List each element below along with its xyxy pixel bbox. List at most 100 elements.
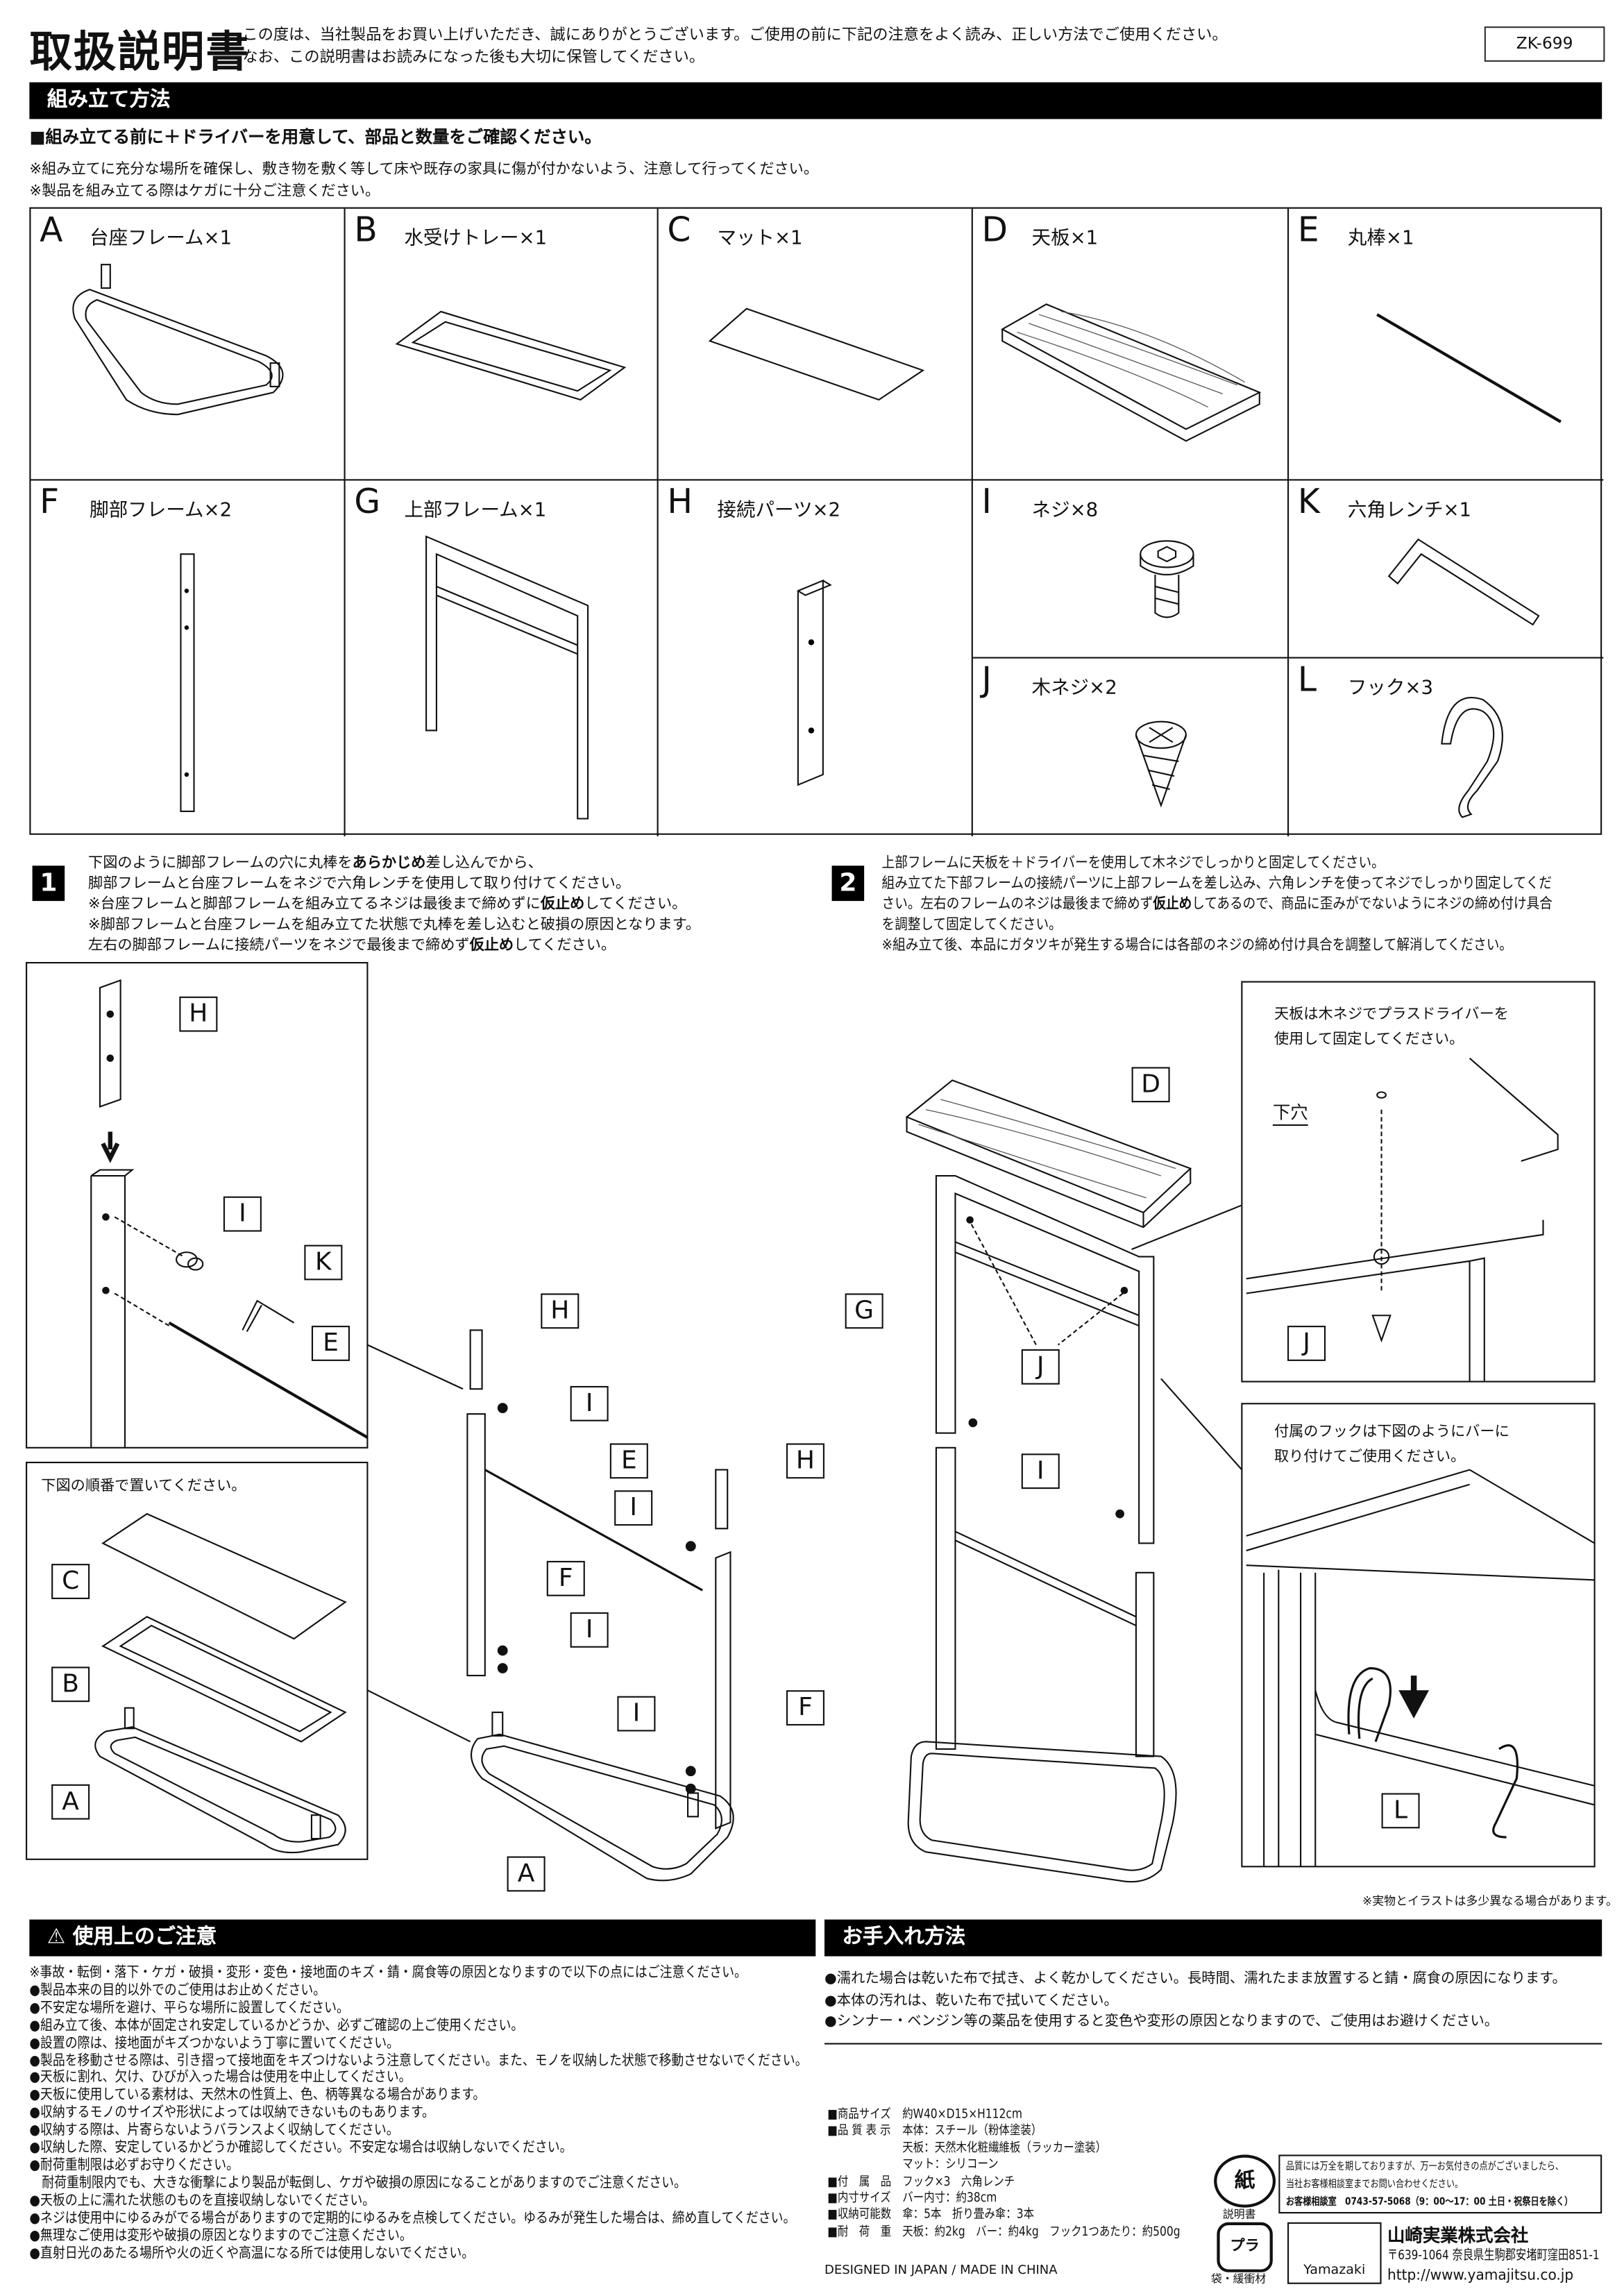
intro-line-1: この度は、当社製品をお買い上げいただき、誠にありがとうございます。ご使用の前に下… [242, 26, 1228, 44]
step-2-text: 上部フレームに天板を＋ドライバーを使用して木ネジでしっかりと固定してください。 … [882, 854, 1553, 956]
spec-row: ■品 質 表 示本体：スチール（粉体塗装） [827, 2124, 1042, 2139]
part-name: 台座フレーム×1 [90, 228, 232, 250]
pilot-hole-label: 下穴 [1272, 1099, 1308, 1126]
connector-illustration [659, 480, 973, 836]
company-address: 〒639-1064 奈良県生駒郡安堵町窪田851-1 [1387, 2248, 1600, 2264]
wood-top-board-illustration [973, 209, 1289, 481]
customer-inquiry-box: 品質には万全を期しておりますが、万一お気付きの点がございましたら、当社お客様相談… [1278, 2154, 1602, 2214]
company-logo: Yamazaki [1287, 2222, 1382, 2284]
base-frame-part [471, 1734, 734, 1881]
part-letter: H [667, 483, 693, 522]
care-heading: お手入れ方法 [824, 1919, 1602, 1957]
part-letter: E [1297, 211, 1319, 250]
lower-right-leg [1136, 1573, 1153, 1757]
wrench-part [242, 1301, 294, 1331]
part-name: 水受けトレー×1 [404, 228, 548, 250]
caution-item: ●不安定な場所を避け、平らな場所に設置してください。 [29, 2000, 349, 2016]
wood-screw-part [1373, 1315, 1390, 1340]
label-i: I [617, 1696, 656, 1732]
mat-part [103, 1514, 345, 1639]
callout-line [1132, 1205, 1242, 1249]
round-bar-part [485, 1470, 702, 1591]
care-item: ●本体の汚れは、乾いた布で拭いてください。 [824, 1992, 1118, 2009]
caution-item: 耐荷重制限内でも、大きな衝撃により製品が転倒し、ケガや破損の原因になることがあり… [29, 2175, 687, 2192]
left-leg-frame [467, 1414, 484, 1675]
part-name: 上部フレーム×1 [404, 499, 547, 522]
arrow-down-icon [1403, 1675, 1424, 1712]
caution-item: ●天板に割れ、欠け、ひびが入った場合は使用を中止してください。 [29, 2070, 412, 2086]
part-b: B 水受けトレー×1 [345, 208, 659, 481]
label-e: E [311, 1326, 350, 1361]
callout-line [367, 1345, 463, 1390]
bolt-part [188, 1258, 203, 1270]
label-b: B [51, 1666, 90, 1703]
step-2-line: ※組み立て後、本品にガタツキが発生する場合には各部のネジの締め付け具合を調整して… [881, 938, 1512, 954]
step-1-text: 下図のように脚部フレームの穴に丸棒をあらかじめ差し込んでから、 脚部フレームと台… [88, 854, 700, 956]
illustration-disclaimer: ※実物とイラストは多少異なる場合があります。 [1362, 1894, 1618, 1908]
detail-inset-hook [1242, 1403, 1594, 1866]
water-tray-illustration [346, 209, 659, 481]
part-letter: G [354, 483, 381, 522]
paper-recycle-icon: 紙 [1214, 2154, 1276, 2208]
caution-item: ●収納した際、安定しているかどうか確認してください。不安定な場合は収納しないでく… [29, 2140, 573, 2156]
base-frame-illustration [31, 209, 345, 481]
label-d: D [1131, 1067, 1170, 1103]
caution-item: ●天板に使用している素材は、天然木の性質上、色、柄等異なる場合があります。 [29, 2087, 486, 2104]
connector-part [716, 1470, 727, 1529]
part-name: 六角レンチ×1 [1347, 499, 1472, 522]
board-detail [1246, 1470, 1595, 1580]
plastic-recycle-label: 袋・緩衝材 [1210, 2272, 1267, 2286]
top-board-part [907, 1080, 1191, 1227]
step-2-line: 組み立てた下部フレームの接続パーツに上部フレームを差し込み、六角レンチを使ってネ… [881, 876, 1553, 893]
hook-illustration [1289, 659, 1603, 836]
divider [824, 2043, 1602, 2045]
label-j: J [1287, 1326, 1326, 1361]
assembly-note-1: ※組み立てに充分な場所を確保し、敷き物を敷く等して床や既存の家具に傷が付かないよ… [29, 161, 819, 178]
label-h: H [786, 1443, 824, 1479]
product-specs: ■商品サイズ約W40×D15×H112cm ■品 質 表 示本体：スチール（粉体… [827, 2108, 1180, 2242]
prep-note: ■組み立てる前に＋ドライバーを用意して、部品と数量をご確認ください。 [29, 126, 602, 147]
label-a: A [51, 1784, 90, 1820]
hex-wrench-illustration [1289, 480, 1603, 658]
lower-left-leg [936, 1448, 956, 1749]
step-1-line: 下図のように脚部フレームの穴に丸棒をあらかじめ差し込んでから、 [88, 855, 543, 872]
caution-item: ●天板の上に濡れた状態のものを直接収納しないでください。 [29, 2192, 375, 2209]
part-letter: J [981, 661, 992, 700]
label-k: K [304, 1244, 343, 1281]
part-d: D 天板×1 [972, 208, 1289, 481]
caution-item: ●設置の際は、接地面がキズつかないよう丁寧に置いてください。 [29, 2035, 399, 2052]
step-2-number: 2 [831, 866, 865, 902]
callout-line [1161, 1378, 1242, 1469]
step-2-line: 上部フレームに天板を＋ドライバーを使用して木ネジでしっかりと固定してください。 [881, 855, 1385, 872]
care-item: ●濡れた場合は乾いた布で拭き、よく乾かしてください。長時間、濡れたまま放置すると… [824, 1970, 1566, 1987]
label-a: A [507, 1856, 545, 1892]
hook-part [1494, 1746, 1518, 1837]
label-i: I [614, 1490, 653, 1526]
leg-frame-part [91, 1170, 132, 1448]
part-letter: D [981, 211, 1008, 250]
part-name: フック×3 [1347, 677, 1434, 700]
part-letter: B [354, 211, 378, 250]
caution-item: ●収納する際は、片寄らないようバランスよく収納してください。 [29, 2122, 399, 2139]
leg-frame-illustration [31, 480, 345, 836]
label-h: H [179, 996, 218, 1032]
board-note: 天板は木ネジでプラスドライバーを使用して固定してください。 [1274, 1006, 1509, 1048]
part-name: 天板×1 [1031, 228, 1099, 250]
origin-note: DESIGNED IN JAPAN / MADE IN CHINA [824, 2263, 1058, 2279]
part-letter: A [40, 211, 63, 250]
assembly-note-2: ※製品を組み立てる際はケガに十分ご注意ください。 [29, 183, 380, 200]
label-i: I [570, 1385, 609, 1421]
assembly-heading: 組み立て方法 [29, 82, 1602, 119]
caution-item: ●無理なご使用は変形や破損の原因となりますのでご注意ください。 [29, 2227, 412, 2244]
bolt-illustration [973, 480, 1289, 658]
part-letter: I [981, 483, 992, 522]
round-bar-illustration [1289, 209, 1603, 481]
step-1-line: 左右の脚部フレームに接続パーツをネジで最後まで締めず仮止めしてください。 [88, 938, 616, 954]
manual-title: 取扱説明書 [29, 26, 251, 77]
company-url[interactable]: http://www.yamajitsu.co.jp [1387, 2268, 1574, 2284]
right-leg-frame [716, 1552, 730, 1828]
